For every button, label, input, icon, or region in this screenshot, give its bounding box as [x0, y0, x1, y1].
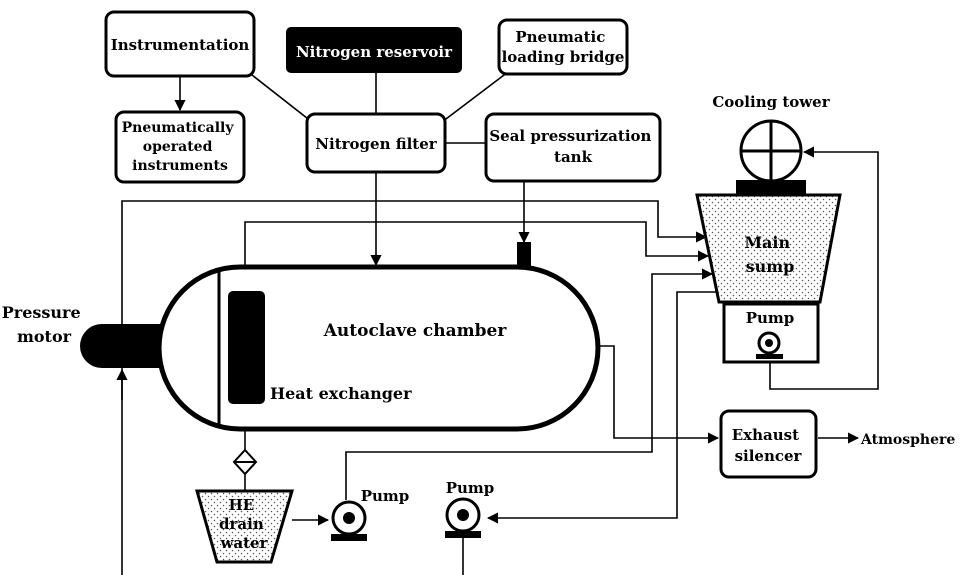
pneumatic-instruments-label: Pneumatically operated instruments — [122, 120, 239, 174]
heat-exchanger-body — [228, 291, 265, 404]
seal-pressurization-tank-label: Seal pressurization tank — [489, 127, 656, 166]
sump-pump-icon — [756, 331, 783, 359]
main-sump-label: Main sump — [744, 233, 795, 276]
flow-lines — [116, 71, 879, 575]
pump-2-icon — [445, 497, 481, 538]
pump-2-label: Pump — [446, 479, 495, 497]
line-instrumentation-to-filter — [251, 74, 313, 123]
cooling-tower-label: Cooling tower — [712, 93, 830, 111]
autoclave-chamber: Autoclave chamber Heat exchanger — [156, 242, 601, 432]
atmosphere-label: Atmosphere — [860, 432, 955, 448]
line-autoclave-to-exhaust — [597, 345, 720, 444]
main-sump: Main sump — [695, 193, 842, 304]
he-drain-water-label: HE drain water — [219, 496, 269, 552]
sump-pump-box: Pump — [722, 302, 820, 364]
instrumentation-box: Instrumentation — [104, 10, 256, 78]
pneumatic-loading-bridge-box: Pneumatic loading bridge — [497, 18, 629, 76]
exhaust-silencer-label: Exhaust silencer — [732, 426, 805, 465]
nitrogen-reservoir-box: Nitrogen reservoir — [286, 27, 462, 73]
seal-nozzle — [517, 242, 531, 267]
autoclave-chamber-label: Autoclave chamber — [323, 321, 508, 341]
pump-1: Pump — [331, 487, 409, 541]
nitrogen-reservoir-label: Nitrogen reservoir — [296, 43, 453, 61]
seal-pressurization-tank-box: Seal pressurization tank — [484, 112, 662, 183]
autoclave-shell — [156, 264, 601, 432]
line-drain-pump-to-sump — [345, 268, 714, 500]
pressure-motor-body — [80, 324, 164, 368]
pneumatic-instruments-box: Pneumatically operated instruments — [114, 110, 246, 184]
he-drain-water-tank: HE drain water — [195, 489, 295, 564]
nitrogen-filter-label: Nitrogen filter — [315, 135, 437, 153]
pressure-motor-label: Pressure motor — [2, 303, 86, 346]
nitrogen-filter-box: Nitrogen filter — [305, 112, 447, 174]
line-bridge-to-filter — [441, 71, 509, 123]
line-sump-pump-to-cooling-tower — [769, 146, 879, 390]
line-heat-exchanger-to-sump — [244, 221, 710, 292]
cooling-tower-base — [736, 180, 806, 194]
sump-pump-label: Pump — [746, 309, 795, 327]
pump-2: Pump — [445, 479, 494, 538]
instrumentation-label: Instrumentation — [111, 36, 250, 54]
pump-1-icon — [331, 500, 367, 541]
pneumatic-loading-bridge-label: Pneumatic loading bridge — [502, 28, 625, 66]
drain-valve-icon — [232, 448, 258, 476]
heat-exchanger-label: Heat exchanger — [270, 384, 412, 403]
exhaust-silencer-box: Exhaust silencer — [719, 409, 818, 479]
pump-1-label: Pump — [361, 487, 410, 505]
line-sump-to-pump-2 — [486, 291, 718, 524]
cooling-tower: Cooling tower — [712, 93, 831, 194]
